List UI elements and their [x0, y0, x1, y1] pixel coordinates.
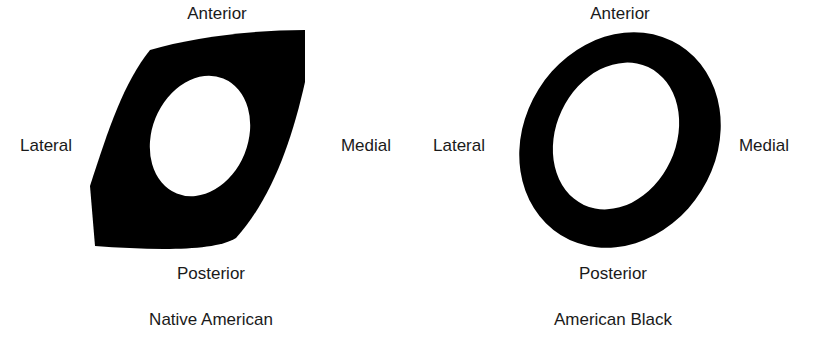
direction-label: Anterior: [590, 4, 650, 24]
direction-label: Lateral: [20, 136, 72, 156]
group-caption: Native American: [149, 310, 273, 330]
direction-label: Posterior: [579, 264, 647, 284]
native-american-section: [90, 30, 305, 249]
medullary-cavity: [132, 61, 267, 212]
direction-label: Anterior: [187, 4, 247, 24]
cortical-bone: [90, 30, 305, 249]
medullary-cavity: [530, 42, 703, 230]
direction-label: Medial: [739, 136, 789, 156]
direction-label: Posterior: [177, 264, 245, 284]
american-black-section: [479, 0, 761, 286]
group-caption: American Black: [554, 310, 672, 330]
direction-label: Lateral: [433, 136, 485, 156]
cortical-bone: [479, 0, 761, 286]
direction-label: Medial: [341, 136, 391, 156]
